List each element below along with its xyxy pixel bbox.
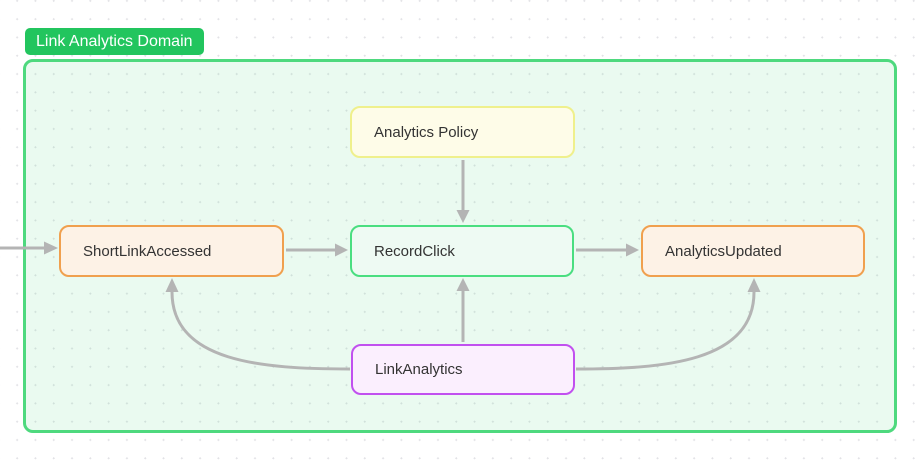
node-short-link-accessed[interactable]: ShortLinkAccessed bbox=[59, 225, 284, 277]
node-label: RecordClick bbox=[374, 242, 455, 260]
node-label: LinkAnalytics bbox=[375, 361, 463, 378]
node-label: Analytics Policy bbox=[374, 123, 479, 141]
node-analytics-updated[interactable]: AnalyticsUpdated bbox=[641, 225, 865, 277]
node-analytics-policy[interactable]: Analytics Policy bbox=[350, 106, 575, 158]
domain-group-title[interactable]: Link Analytics Domain bbox=[25, 28, 204, 55]
node-link-analytics[interactable]: LinkAnalytics bbox=[351, 344, 575, 395]
node-record-click[interactable]: RecordClick bbox=[350, 225, 574, 277]
node-label: ShortLinkAccessed bbox=[83, 242, 212, 260]
node-label: AnalyticsUpdated bbox=[665, 242, 782, 260]
